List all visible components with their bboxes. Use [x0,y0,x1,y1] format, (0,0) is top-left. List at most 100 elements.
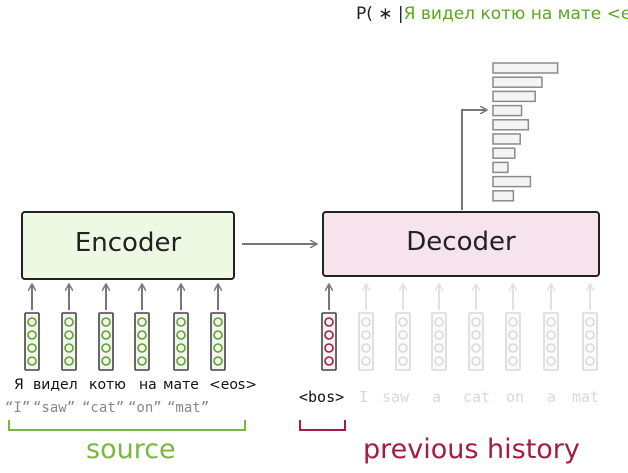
vector-unit [585,330,595,340]
vector-unit [585,317,595,327]
vector-unit [137,330,147,340]
source-token-vector [210,285,226,371]
vector-unit [213,317,223,327]
vector-unit [398,330,408,340]
vector-unit [546,330,556,340]
vector-unit [508,343,518,353]
vector-box [321,312,337,371]
vector-box [24,312,40,371]
source-token-vector [61,285,77,371]
distribution-bar [492,190,515,202]
vector-box [505,312,521,371]
vector-unit [137,343,147,353]
distribution-bar [492,175,532,188]
vector-unit [64,356,74,366]
prev-token-7: a [547,388,557,406]
vector-unit [64,317,74,327]
source-token-vector [173,285,189,371]
vector-unit [546,317,556,327]
vector-unit [64,330,74,340]
decoder-label: Decoder [406,227,516,257]
vector-unit [361,317,371,327]
vector-unit [585,343,595,353]
source-label: source [86,434,176,465]
vector-unit [176,317,186,327]
source-token-vector [24,285,40,371]
vector-unit [213,356,223,366]
source-word-5: мате [163,377,199,393]
source-word-4: на [139,377,157,393]
vector-box [395,312,411,371]
source-word-6: <eos> [209,377,257,393]
vector-unit [101,343,111,353]
source-token-vector [98,285,114,371]
gloss-5: “mat” [167,400,210,416]
output-distribution [492,62,559,202]
encoder-input-vectors [24,285,226,371]
vector-unit [27,343,37,353]
distribution-bar [492,62,559,74]
vector-unit [471,356,481,366]
source-word-3: котю [89,377,126,393]
vector-unit [471,317,481,327]
previous-history-label: previous history [363,434,580,465]
vector-unit [176,356,186,366]
vector-unit [434,356,444,366]
decoder-box [322,211,600,277]
vector-box [98,312,114,371]
vector-unit [471,343,481,353]
vector-unit [213,330,223,340]
prev-token-2: I [359,388,369,406]
prev-token-3: saw [382,388,410,406]
vector-unit [361,356,371,366]
vector-unit [176,343,186,353]
prev-token-5: cat [463,388,491,406]
distribution-bar [492,161,509,174]
vector-unit [434,317,444,327]
vector-unit [27,317,37,327]
future-token-vector [395,285,411,371]
vector-unit [27,356,37,366]
future-token-vector [505,285,521,371]
gloss-3: “cat” [82,400,125,416]
vector-unit [101,356,111,366]
vector-unit [508,356,518,366]
distribution-bar [492,133,521,145]
vector-unit [213,343,223,353]
future-token-vector [543,285,559,371]
future-token-vector [358,285,374,371]
vector-unit [137,317,147,327]
future-token-vector [468,285,484,371]
vector-unit [508,330,518,340]
vector-unit [324,343,334,353]
vector-box [358,312,374,371]
vector-unit [398,343,408,353]
prev-token-8: mat [572,388,600,406]
source-bracket [8,420,246,431]
vector-unit [324,330,334,340]
formula-source-text: Я видел котю на мате <e [403,4,628,24]
vector-box [134,312,150,371]
source-token-vector [134,285,150,371]
vector-unit [176,330,186,340]
vector-unit [361,330,371,340]
probability-formula: P( ∗ |Я видел котю на мате <e [356,4,628,24]
vector-box [431,312,447,371]
encoder-box [21,211,235,280]
vector-box [582,312,598,371]
source-word-2: видел [33,377,78,393]
vector-unit [324,317,334,327]
vector-unit [64,343,74,353]
vector-unit [101,317,111,327]
vector-unit [434,343,444,353]
vector-box [468,312,484,371]
vector-unit [27,330,37,340]
future-token-vector [582,285,598,371]
vector-unit [434,330,444,340]
gloss-2: “saw” [33,400,76,416]
vector-box [173,312,189,371]
distribution-bar [492,147,516,159]
vector-unit [361,343,371,353]
bos-token: <bos> [299,388,345,406]
